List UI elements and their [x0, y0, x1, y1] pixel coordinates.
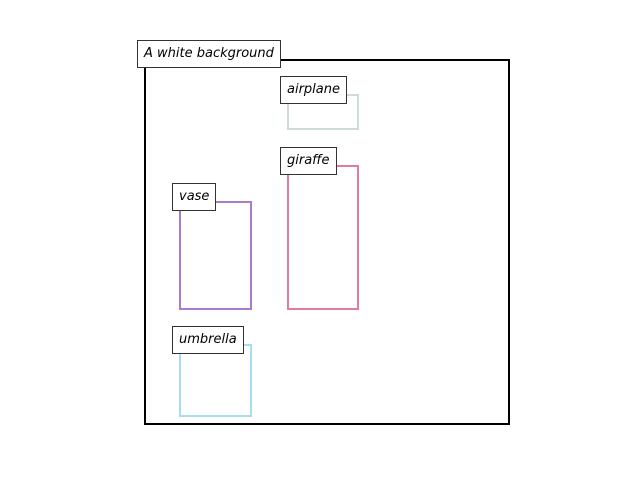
box-giraffe: [287, 165, 359, 310]
label-vase: vase: [172, 183, 217, 211]
box-vase: [179, 201, 252, 310]
background-label: A white background: [137, 40, 281, 68]
scene-canvas: [144, 59, 510, 425]
label-giraffe: giraffe: [280, 147, 337, 175]
box-umbrella: [179, 344, 252, 417]
label-umbrella: umbrella: [172, 326, 244, 354]
label-airplane: airplane: [280, 76, 347, 104]
